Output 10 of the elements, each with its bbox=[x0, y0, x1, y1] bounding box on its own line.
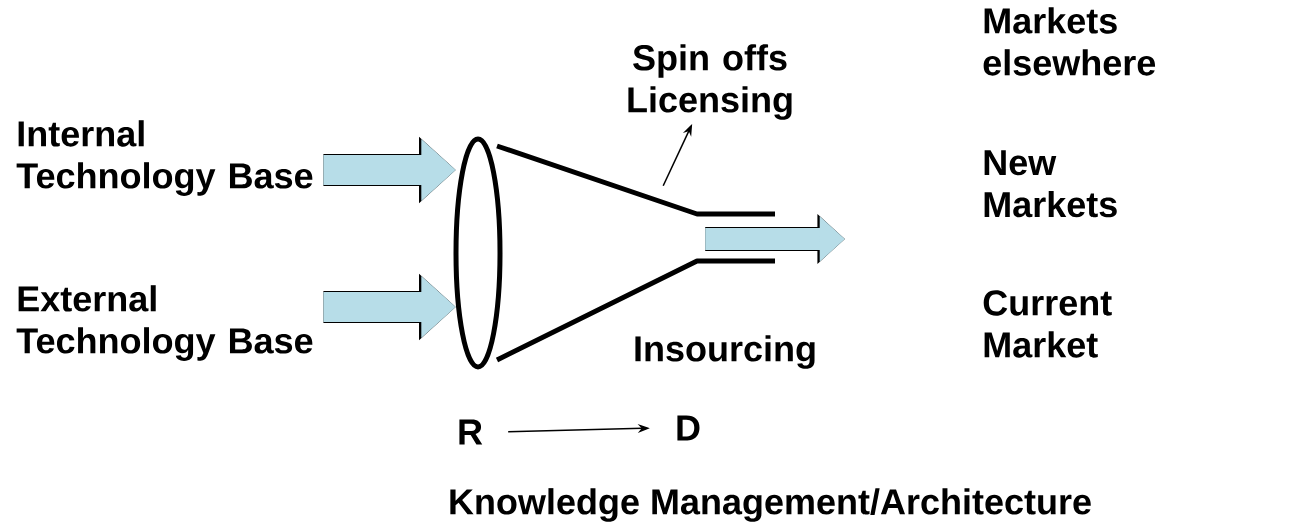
node-label: Current Market bbox=[983, 290, 1112, 358]
node-label: Spin offs Licensing bbox=[628, 44, 792, 120]
text-label: Insourcing bbox=[635, 335, 815, 369]
node-label: Internal Technology Base bbox=[16, 120, 313, 196]
node-label: New Markets bbox=[984, 150, 1117, 218]
node-label: Markets elsewhere bbox=[983, 7, 1156, 76]
node-label: External Technology Base bbox=[16, 285, 313, 361]
node-label: D bbox=[677, 415, 700, 441]
node-label: R bbox=[459, 419, 483, 445]
caption-label: Knowledge Management/Architecture bbox=[450, 488, 1091, 522]
